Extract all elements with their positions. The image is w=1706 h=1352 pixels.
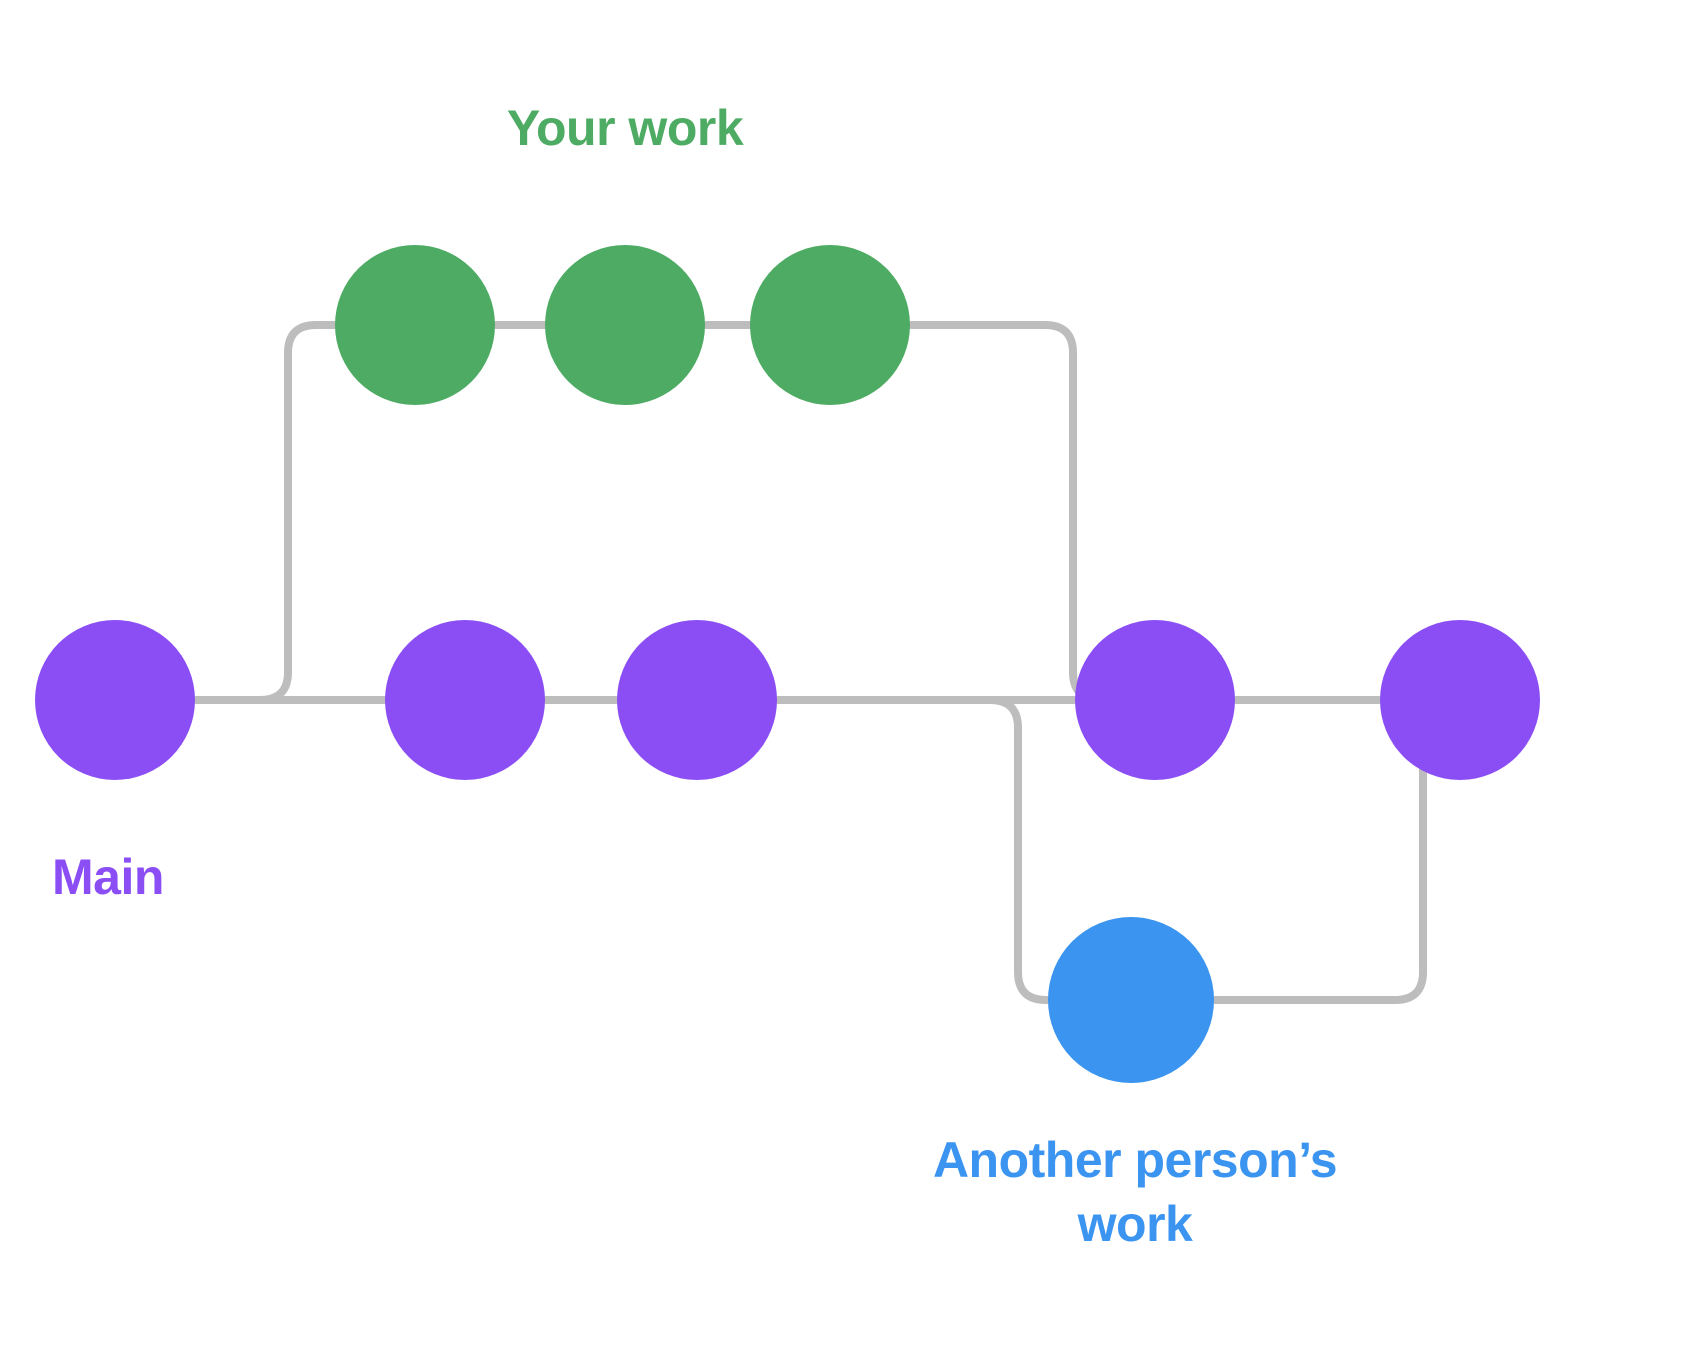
connector-merge-your-work-to-main <box>907 321 1125 704</box>
branch-label-another-person: Another person’s work <box>735 1128 1535 1256</box>
commit-node-your-work-2[interactable] <box>545 245 705 405</box>
commit-node-main-3[interactable] <box>617 620 777 780</box>
connector-branch-out-to-another-person <box>866 696 1054 1004</box>
commit-node-your-work-1[interactable] <box>335 245 495 405</box>
commit-node-another-person-s-work-1[interactable] <box>1048 917 1214 1083</box>
connector-lines-group <box>192 321 1464 1004</box>
commit-node-main-5[interactable] <box>1380 620 1540 780</box>
branch-label-another-person-line1: Another person’s <box>932 1132 1338 1188</box>
connector-branch-out-to-your-work <box>236 321 340 704</box>
commit-node-main-4[interactable] <box>1075 620 1235 780</box>
branch-label-another-person-line2: work <box>1077 1196 1193 1252</box>
branch-label-your-work: Your work <box>506 100 744 156</box>
commit-node-main-1[interactable] <box>35 620 195 780</box>
branch-label-main: Main <box>52 849 164 905</box>
commit-node-main-2[interactable] <box>385 620 545 780</box>
commit-nodes-group <box>35 245 1540 1083</box>
commit-node-your-work-3[interactable] <box>750 245 910 405</box>
